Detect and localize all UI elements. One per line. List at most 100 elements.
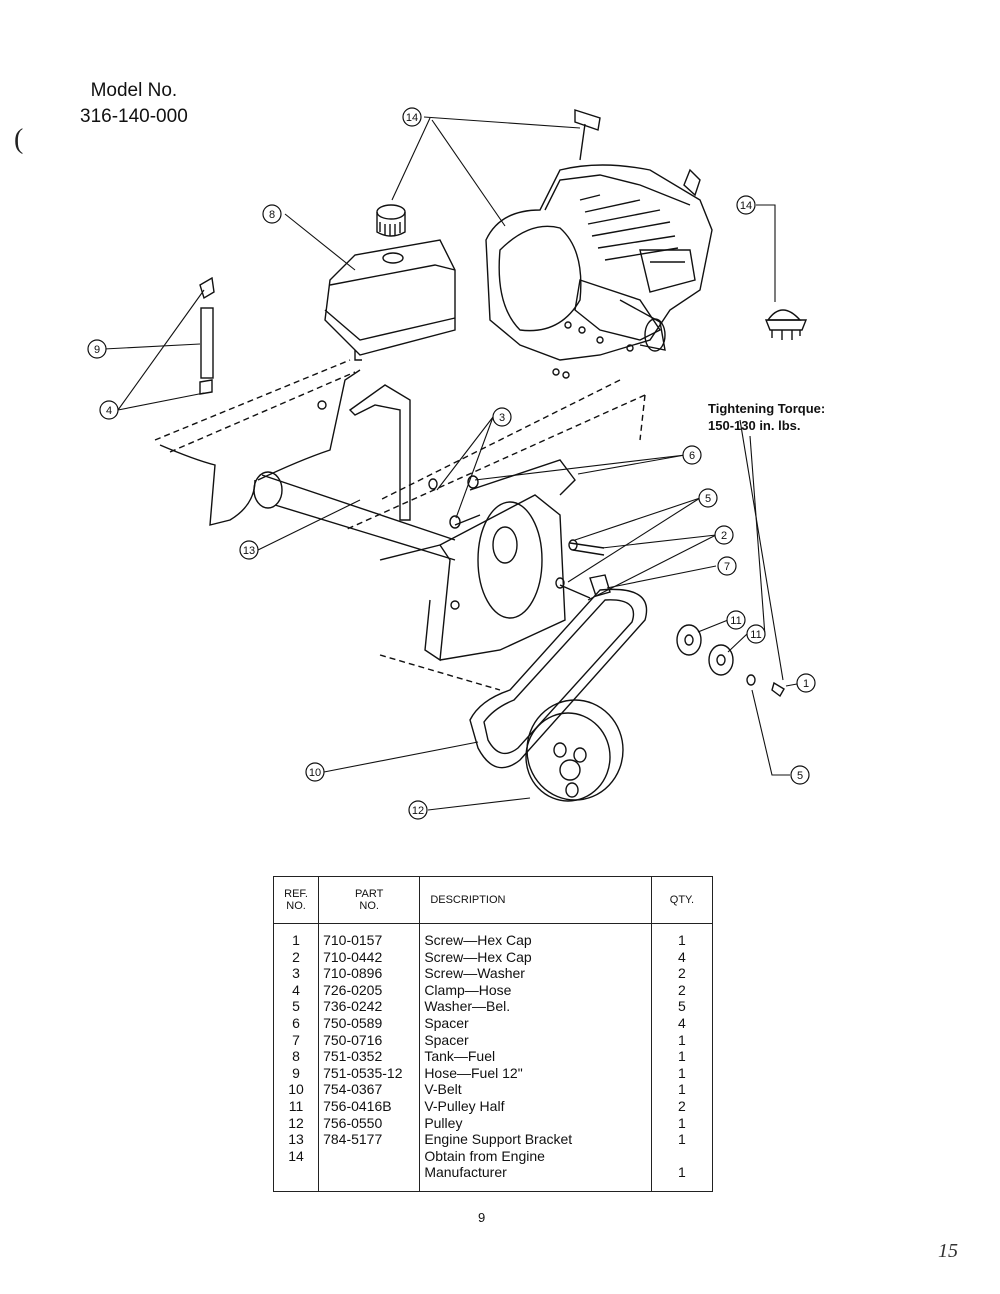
description-cell: Washer—Bel. <box>419 998 652 1015</box>
svg-text:5: 5 <box>705 493 711 505</box>
qty-cell <box>651 1148 712 1165</box>
ref-cell: 11 <box>273 1097 320 1115</box>
part-number-cell: 736-0242 <box>318 998 421 1015</box>
qty-cell: 2 <box>678 965 686 982</box>
ref-cell: 2 <box>273 948 320 966</box>
ref-cell: 1 <box>273 923 320 949</box>
torque-line-2: 150-130 in. lbs. <box>708 418 801 433</box>
part-number-cell: 751-0535-12 <box>318 1064 421 1082</box>
callout: 14 <box>402 107 422 127</box>
description-cell: Manufacturer <box>419 1164 652 1192</box>
description-cell: Screw—Washer <box>419 965 652 982</box>
part-number-cell: 756-0416B <box>318 1097 421 1115</box>
part-number-cell: 710-0157 <box>318 923 421 949</box>
svg-text:6: 6 <box>689 450 695 462</box>
qty-header: QTY. <box>651 876 713 924</box>
qty-cell: 1 <box>678 1048 686 1065</box>
ref-cell <box>273 1164 320 1192</box>
svg-text:14: 14 <box>740 200 752 212</box>
svg-text:2: 2 <box>721 530 727 542</box>
hardware-drawing <box>428 475 611 599</box>
callout: 14 <box>736 195 756 215</box>
exploded-parts-diagram: 14 14 8 9 4 3 13 6 5 2 7 11 11 1 5 10 12 <box>87 107 816 820</box>
description-cell: Spacer <box>419 1031 652 1049</box>
part-number-cell: 726-0205 <box>318 981 421 999</box>
part-number-cell: 756-0550 <box>318 1114 421 1132</box>
description-cell: Clamp—Hose <box>419 981 652 999</box>
part-number-cell: 784-5177 <box>318 1131 421 1148</box>
svg-text:1: 1 <box>803 678 809 690</box>
callout: 13 <box>239 540 259 560</box>
qty-cell: 1 <box>678 1131 686 1148</box>
qty-cell: 1 <box>678 1064 686 1081</box>
part-number-cell: 754-0367 <box>318 1081 421 1098</box>
table-row: 14 Obtain from Engine <box>273 1147 713 1165</box>
description-cell: V-Pulley Half <box>419 1097 652 1115</box>
ref-cell: 10 <box>273 1081 320 1098</box>
page-number: 9 <box>478 1210 486 1225</box>
svg-text:11: 11 <box>730 615 741 627</box>
callout: 1 <box>796 673 816 693</box>
pulley-halves-drawing <box>676 624 785 698</box>
qty-cell: 4 <box>678 948 686 965</box>
ref-cell: 14 <box>273 1147 320 1165</box>
svg-text:11: 11 <box>750 629 761 641</box>
svg-text:8: 8 <box>269 209 275 221</box>
model-number: 316-140-000 <box>80 106 188 127</box>
callout: 6 <box>682 445 702 465</box>
callout: 5 <box>790 765 810 785</box>
qty-cell: 2 <box>678 981 686 998</box>
svg-text:12: 12 <box>412 805 424 817</box>
torque-line-1: Tightening Torque: <box>708 401 826 416</box>
part-number-cell: 750-0589 <box>318 1014 421 1032</box>
part-number-cell <box>318 1147 421 1165</box>
part-number-cell: 710-0442 <box>318 948 421 966</box>
fuel-cap-drawing <box>376 204 406 237</box>
ref-cell: 12 <box>273 1114 320 1132</box>
description-cell: V-Belt <box>419 1081 652 1098</box>
frame-drawing <box>154 359 646 691</box>
fuel-tank-drawing <box>324 239 456 361</box>
description-cell: Tank—Fuel <box>419 1048 652 1065</box>
ref-cell: 7 <box>273 1031 320 1049</box>
engine-drawing <box>485 109 713 379</box>
callout: 10 <box>305 762 325 782</box>
callout: 2 <box>714 525 734 545</box>
svg-text:13: 13 <box>243 545 255 557</box>
callout: 12 <box>408 800 428 820</box>
part-number-cell: 751-0352 <box>318 1048 421 1065</box>
table-row: Manufacturer 1 <box>273 1164 713 1192</box>
description-cell: Engine Support Bracket <box>419 1131 652 1148</box>
qty-cell: 4 <box>678 1014 686 1031</box>
svg-text:14: 14 <box>406 112 418 124</box>
description-cell: Spacer <box>419 1014 652 1032</box>
description-cell: Hose—Fuel 12" <box>419 1064 652 1082</box>
description-header: DESCRIPTION <box>419 876 652 924</box>
ref-no-header: REF.NO. <box>273 876 320 924</box>
v-belt-drawing <box>469 588 648 769</box>
callout: 7 <box>717 556 737 576</box>
qty-cell: 1 <box>678 1164 686 1181</box>
ref-cell: 13 <box>273 1131 320 1148</box>
qty-cell: 5 <box>678 998 686 1015</box>
svg-text:4: 4 <box>106 405 112 417</box>
ref-cell: 8 <box>273 1048 320 1065</box>
callout: 3 <box>492 407 512 427</box>
fuel-hose-drawing <box>199 276 215 395</box>
part-number-cell: 710-0896 <box>318 965 421 982</box>
qty-cell: 1 <box>678 932 686 948</box>
ref-cell: 4 <box>273 981 320 999</box>
description-cell: Obtain from Engine <box>419 1147 652 1165</box>
